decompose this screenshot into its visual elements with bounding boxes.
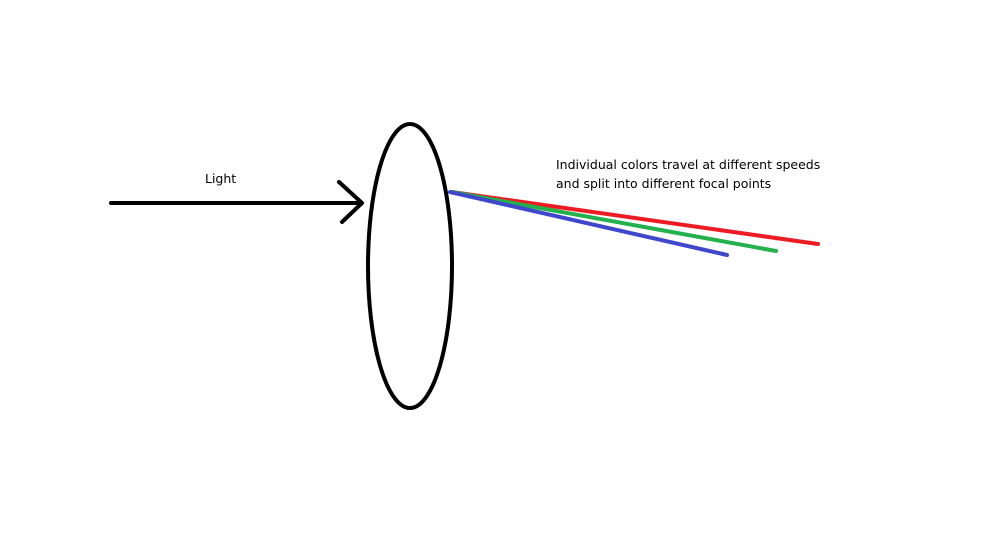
note-line-2: and split into different focal points xyxy=(556,176,772,191)
red-light-ray xyxy=(450,190,820,246)
blue-light-ray xyxy=(448,190,729,257)
lens-ellipse xyxy=(366,122,454,410)
light-label: Light xyxy=(205,171,237,186)
green-light-ray xyxy=(450,190,778,253)
arrow-right-icon xyxy=(109,180,364,224)
note-line-1: Individual colors travel at different sp… xyxy=(556,157,821,172)
dispersion-note: Individual colors travel at different sp… xyxy=(556,155,820,193)
arrow-head xyxy=(337,180,364,224)
